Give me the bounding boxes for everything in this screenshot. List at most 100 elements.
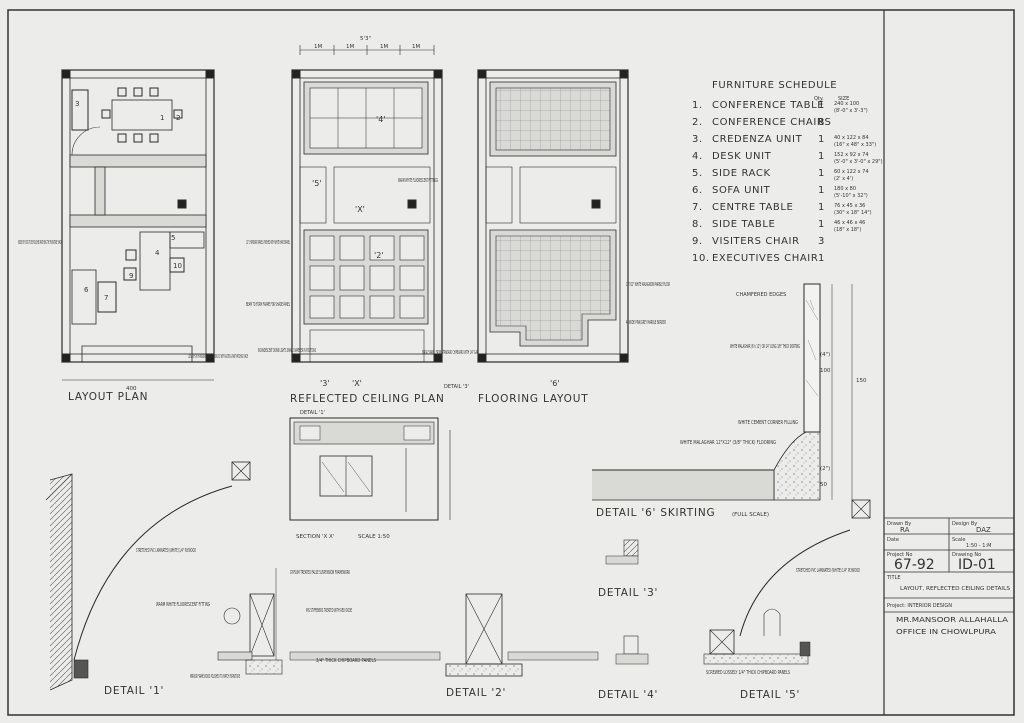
- floor-tag-6: '6': [550, 379, 560, 388]
- schedule-row-qty: 1: [818, 185, 825, 196]
- schedule-row-size-imperial: (2' x 4'): [834, 176, 853, 182]
- tb-design-label: Design By: [952, 521, 977, 527]
- detail-5: [703, 499, 871, 665]
- rcp-tag-2: '2': [374, 251, 384, 260]
- skirting-dim-150: 150: [856, 378, 867, 384]
- schedule-row-name: EXECUTIVES CHAIR: [712, 253, 818, 264]
- svg-text:9: 9: [129, 272, 133, 280]
- schedule-row-name: CONFERENCE TABLE: [712, 100, 824, 111]
- top-total-dim: 5'3": [360, 36, 371, 42]
- note-chamfered: CHAMFERED EDGES: [736, 292, 786, 298]
- sheet-border: [7, 9, 1015, 716]
- layout-plan: [61, 69, 215, 381]
- tb-project-no: 67-92: [894, 557, 935, 573]
- rcp-plan: [291, 45, 443, 363]
- schedule-row-name: SIDE RACK: [712, 168, 771, 179]
- svg-text:4: 4: [155, 249, 160, 257]
- skirting-dim-100: 100: [820, 368, 831, 374]
- svg-text:7: 7: [104, 294, 108, 302]
- note-ms-stiffeners: M/S STIFFENERS TREATED WITH RED OXIDE: [306, 608, 352, 614]
- rcp-tag-x: 'X': [352, 379, 362, 388]
- schedule-row-size-imperial: (5'-0" x 3'-0" x 29"): [834, 159, 883, 165]
- schedule-row-number: 9.: [692, 236, 703, 247]
- tb-drawn-by: RA: [900, 526, 910, 534]
- rcp-tag-3: '3': [320, 379, 330, 388]
- detail6-title: DETAIL '6' SKIRTING: [596, 507, 715, 519]
- note-stretched: STRETCHED PVC LAMINATED (WHITE) 1/4" PLY…: [136, 548, 196, 554]
- note-door: INSIDE OF DOOR TO BE POLISHED MATCHING T…: [18, 240, 62, 246]
- schedule-row-number: 10.: [692, 253, 710, 264]
- detail3-title: DETAIL '3': [598, 587, 658, 599]
- schedule-row-qty: 3: [818, 236, 825, 247]
- schedule-row-qty: 1: [818, 134, 825, 145]
- top-dim-1m-b: 1M: [346, 44, 354, 50]
- detail2-title: DETAIL '2': [446, 687, 506, 699]
- tb-date-label: Date: [887, 537, 899, 543]
- note-closet: CLOSE OFF WITH MASONRY & MATCH OF BOX OU…: [188, 354, 248, 360]
- detail-4: [615, 635, 649, 665]
- detail4-title: DETAIL '4': [598, 689, 658, 701]
- schedule-row-size: 240 x 100: [834, 101, 859, 107]
- note-chipboard: 1/2" CHIPBOARD PANELS FINISHED WITH WHIT…: [246, 240, 290, 246]
- schedule-row-size-imperial: (8'-0" x 3'-3"): [834, 108, 868, 114]
- schedule-row-size-imperial: (5'-10" x 32"): [834, 193, 868, 199]
- section-detail1-tag: DETAIL '1': [300, 410, 325, 416]
- detail-6-skirting: [592, 283, 853, 501]
- top-dim-1m-d: 1M: [412, 44, 420, 50]
- note-warm-fitting: WARM WHITE FLUORESCENT FITTING: [156, 602, 210, 608]
- schedule-row-qty: 1: [818, 151, 825, 162]
- rcp-tag-5: '5': [312, 179, 322, 188]
- layout-width-dim: 400: [126, 386, 137, 392]
- skirting-dim-4in: (4"): [820, 352, 830, 358]
- rcp-tag-4: '4': [376, 115, 386, 124]
- flooring-title: FLOORING LAYOUT: [478, 393, 588, 405]
- tb-project-label: Project No: [887, 552, 913, 558]
- tb-title-label: TITLE: [886, 575, 901, 581]
- schedule-row-qty: 1: [818, 202, 825, 213]
- svg-text:6: 6: [84, 286, 89, 294]
- note-gypsum: GYPSUM TREATED FALSE SUSPENSION FRAMEWOR…: [290, 570, 350, 576]
- schedule-row-size: 76 x 45 x 36: [834, 203, 865, 209]
- note-chipboard-thick: 3/4" THICK CHIPBOARD PANELS: [316, 658, 376, 664]
- schedule-row-name: VISITERS CHAIR: [712, 236, 800, 247]
- detail-3: [605, 539, 639, 565]
- detail-2: [289, 593, 599, 677]
- note-white-marble: 12"X12" WHITE MALAGNION MARBLE FLOOR: [626, 282, 670, 288]
- schedule-col-size: SIZE: [838, 96, 849, 102]
- schedule-row-number: 2.: [692, 117, 703, 128]
- schedule-row-number: 6.: [692, 185, 703, 196]
- section-xx: [289, 417, 451, 521]
- schedule-row-number: 1.: [692, 100, 703, 111]
- schedule-row-size: 180 x 80: [834, 186, 856, 192]
- schedule-row-qty: 1: [818, 219, 825, 230]
- rcp-tag-x-mid: 'X': [355, 205, 365, 214]
- tb-drawn-label: Drawn By: [887, 521, 911, 527]
- svg-text:10: 10: [173, 262, 182, 270]
- schedule-row-qty: 1: [818, 168, 825, 179]
- detail-1: [45, 461, 283, 691]
- schedule-row-size: 40 x 122 x 84: [834, 135, 869, 141]
- schedule-row-qty: 1: [818, 100, 825, 111]
- note-incandescent: INCANDESCENT DOWN LIGHTS SMALL DIAMETER …: [258, 348, 316, 354]
- rcp-detail3-tag: DETAIL '3': [444, 384, 469, 390]
- tb-scale-label: Scale: [952, 537, 965, 543]
- schedule-row-number: 8.: [692, 219, 703, 230]
- tb-title: LAYOUT, REFLECTED CEILING DETAILS: [900, 586, 1010, 592]
- top-dim-1m-a: 1M: [314, 44, 322, 50]
- title-block: [883, 517, 1015, 716]
- note-white-malaghar: WHITE MALAGHAR (6"x 12") OR 24" LONG 3/8…: [730, 344, 800, 350]
- schedule-row-name: CONFERENCE CHAIRS: [712, 117, 831, 128]
- schedule-row-size-imperial: (30" x 18" 14"): [834, 210, 872, 216]
- svg-text:5: 5: [171, 234, 175, 242]
- schedule-row-number: 7.: [692, 202, 703, 213]
- svg-text:3: 3: [75, 100, 79, 108]
- schedule-row-size: 46 x 46 x 46: [834, 220, 865, 226]
- schedule-row-number: 4.: [692, 151, 703, 162]
- tb-project-name: Project: INTERIOR DESIGN: [887, 603, 952, 609]
- tb-client2: OFFICE IN CHOWLPURA: [896, 628, 996, 636]
- skirting-dim-50: 50: [820, 482, 827, 488]
- tb-drawing-no: ID-01: [958, 557, 996, 573]
- detail1-title: DETAIL '1': [104, 685, 164, 697]
